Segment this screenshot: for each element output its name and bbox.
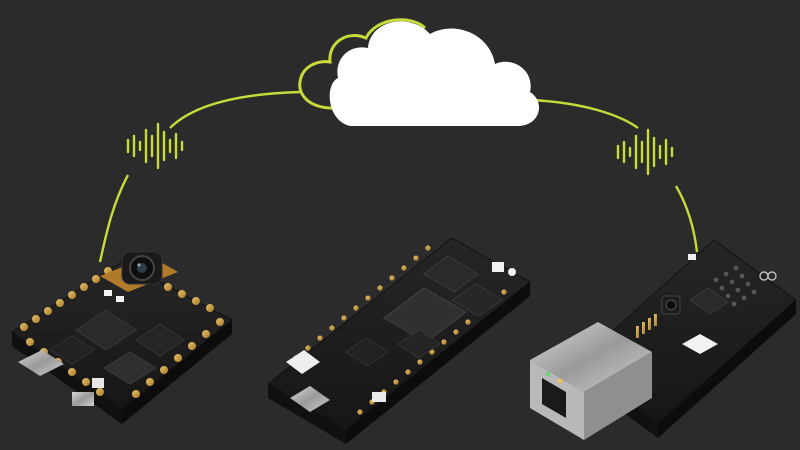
- ethernet-port: [530, 322, 652, 440]
- connection-arc-right-lower: [674, 185, 699, 253]
- led-matrix: [713, 265, 757, 307]
- connection-arc-left: [169, 90, 301, 129]
- wireless-signal-icon: [126, 122, 184, 170]
- connection-arc-left-lower: [98, 174, 130, 263]
- camera-board: [11, 251, 233, 424]
- ethernet-board: [530, 239, 797, 440]
- infinity-logo-icon: [759, 271, 777, 281]
- wireless-signal-icon: [616, 128, 674, 176]
- microcontroller-board: [267, 237, 531, 444]
- connection-arc-right: [531, 98, 639, 129]
- cloud-icon: [298, 18, 540, 126]
